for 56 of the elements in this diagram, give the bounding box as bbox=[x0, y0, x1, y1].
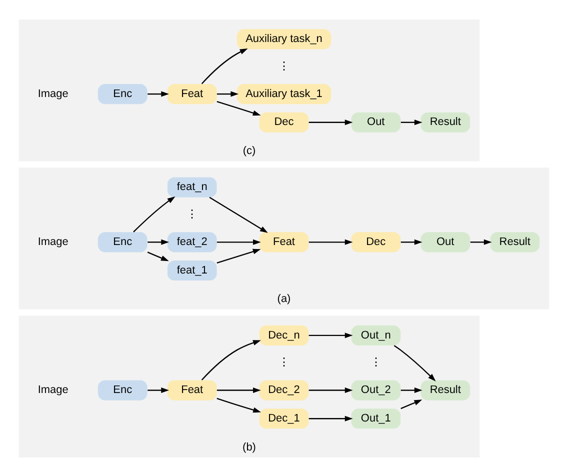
node-box: Out_2 bbox=[351, 380, 401, 400]
node-box: Feat bbox=[259, 232, 309, 252]
node-box: Dec_n bbox=[259, 324, 309, 345]
label: ⋮ bbox=[278, 60, 290, 72]
arrow bbox=[133, 196, 176, 232]
node-box: Dec bbox=[259, 112, 309, 132]
arrow bbox=[216, 397, 262, 412]
node-box: Auxiliary task_1 bbox=[236, 83, 332, 104]
arrow bbox=[308, 332, 353, 338]
arrow bbox=[148, 238, 170, 244]
node-box: Enc bbox=[98, 380, 148, 400]
arrow bbox=[201, 48, 248, 84]
node-box: Result bbox=[420, 380, 470, 400]
node-text: Image bbox=[38, 87, 68, 100]
node-box: Out_1 bbox=[351, 408, 401, 428]
arrow bbox=[394, 344, 436, 381]
arrow bbox=[216, 100, 261, 116]
node-box: feat_n bbox=[167, 176, 217, 197]
arrow bbox=[216, 238, 261, 244]
arrow bbox=[308, 119, 353, 125]
label: ⋮ bbox=[186, 208, 198, 220]
node-box: Dec_1 bbox=[259, 408, 309, 428]
node-box: Enc bbox=[98, 83, 148, 104]
arrow bbox=[148, 387, 170, 393]
label: ⋮ bbox=[278, 356, 290, 368]
node-text: Image bbox=[38, 235, 68, 248]
node-box: feat_1 bbox=[167, 260, 217, 280]
node-box: Dec bbox=[351, 232, 401, 252]
arrow bbox=[201, 340, 261, 380]
arrow bbox=[400, 238, 422, 244]
node-box: Out_n bbox=[351, 324, 401, 345]
node-box: Out bbox=[420, 232, 470, 252]
arrow bbox=[400, 119, 422, 125]
arrow bbox=[308, 415, 353, 421]
arrow bbox=[470, 238, 492, 244]
arrow bbox=[216, 387, 261, 393]
node-box: Enc bbox=[98, 232, 148, 252]
node-box: Feat bbox=[167, 380, 217, 400]
node-box: Feat bbox=[167, 83, 217, 104]
node-text: Image bbox=[38, 384, 68, 396]
arrow bbox=[308, 238, 353, 244]
arrow bbox=[147, 251, 169, 261]
arrow bbox=[400, 387, 422, 393]
node-box: Out bbox=[351, 112, 401, 132]
arrow bbox=[216, 248, 261, 264]
arrow bbox=[400, 399, 422, 409]
node-box: feat_2 bbox=[167, 232, 217, 252]
arrow bbox=[308, 387, 353, 393]
arrow bbox=[216, 90, 239, 96]
label: ⋮ bbox=[370, 356, 382, 368]
node-box: Dec_2 bbox=[259, 380, 309, 400]
arrow bbox=[209, 196, 268, 232]
node-box: Result bbox=[420, 112, 470, 132]
arrow bbox=[148, 90, 170, 96]
node-box: Auxiliary task_n bbox=[236, 28, 332, 49]
node-box: Result bbox=[490, 232, 540, 252]
